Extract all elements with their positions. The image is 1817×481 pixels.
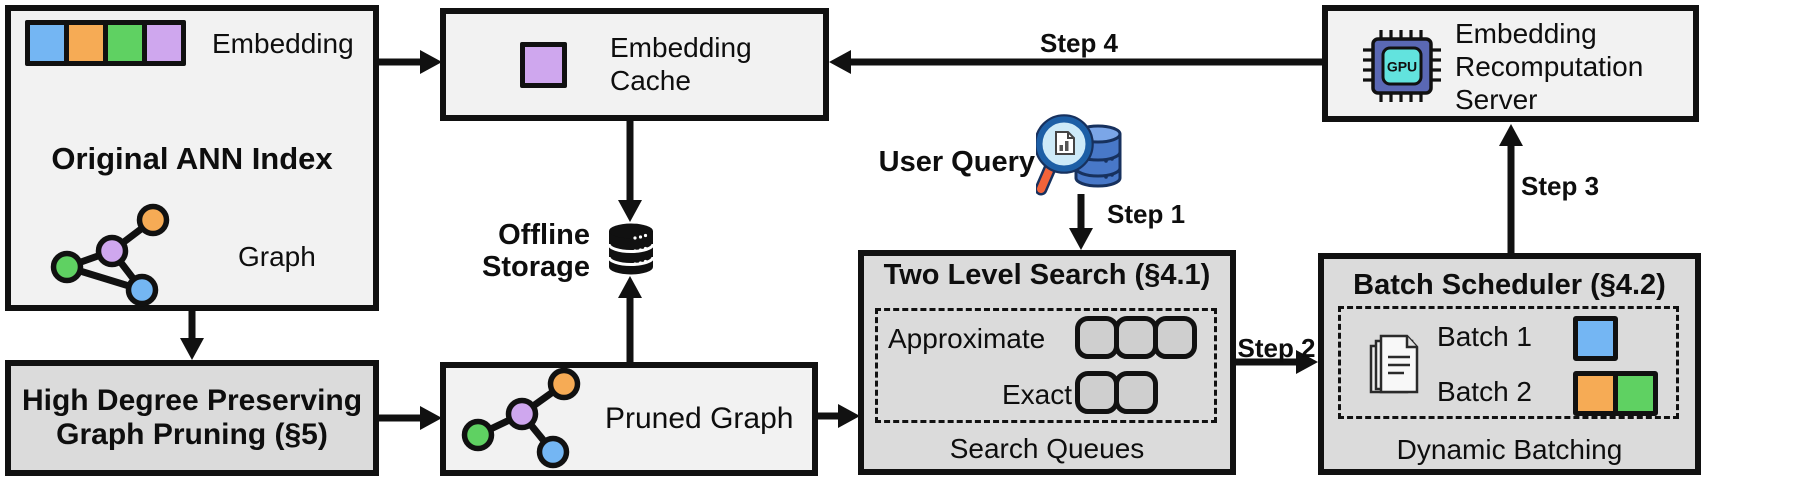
documents-icon (1369, 334, 1419, 394)
arrow-ann-to-cache (379, 50, 442, 74)
queue-slot (1075, 316, 1119, 359)
batch1-squares (1573, 316, 1618, 361)
search-queues-label: Search Queues (949, 433, 1145, 464)
arrow-pruned-to-storage (618, 276, 642, 363)
batch-scheduler-title: Batch Scheduler (§4.2) (1353, 269, 1666, 301)
embedding-vector (25, 20, 186, 66)
queue-slot (1153, 316, 1197, 359)
cached-embedding-square (520, 42, 567, 88)
dynamic-batching-dashed-region (1338, 306, 1679, 419)
graph-pruning-title-line1: High Degree Preserving (21, 384, 363, 417)
ann-index-title: Original ANN Index (51, 141, 333, 176)
batch1-label: Batch 1 (1437, 321, 1532, 352)
batch2-label: Batch 2 (1437, 376, 1532, 407)
arrow-step1-query-to-search (1069, 194, 1093, 250)
two-level-search-title: Two Level Search (§4.1) (883, 259, 1211, 291)
gpu-chip-label: GPU (1387, 59, 1417, 75)
batch-scheduler-box: Batch Scheduler (§4.2) Batch 1 Batch 2 D… (1318, 253, 1701, 475)
server-label-line2: Recomputation (1455, 51, 1644, 82)
offline-storage-label-line2: Storage (482, 251, 590, 283)
arrow-hdp-to-pruned (379, 406, 442, 430)
queue-slot (1075, 371, 1119, 414)
batch1-item-blue (1573, 316, 1618, 361)
approximate-label: Approximate (888, 323, 1046, 354)
embedding-cell-purple (142, 20, 186, 66)
queue-slot (1114, 371, 1158, 414)
recomputation-server-box: GPU Embedding Recomputation Server (1322, 5, 1699, 122)
server-label-line1: Embedding (1455, 18, 1597, 49)
pruned-graph-label: Pruned Graph (605, 402, 794, 435)
gpu-chip-icon: GPU (1363, 30, 1441, 102)
two-level-search-box: Two Level Search (§4.1) Approximate Exac… (858, 250, 1236, 475)
step4-label: Step 4 (1039, 28, 1119, 58)
original-ann-index-box: Embedding Original ANN Index Graph (5, 5, 379, 311)
batch2-item-orange (1573, 371, 1618, 416)
exact-label: Exact (1001, 379, 1072, 410)
step2-label: Step 2 (1237, 333, 1316, 363)
graph-label: Graph (238, 241, 316, 272)
graph-pruning-box: High Degree Preserving Graph Pruning (§5… (5, 360, 379, 476)
graph-icon (50, 203, 170, 307)
step3-label: Step 3 (1521, 171, 1600, 201)
offline-storage-label-line1: Offline (498, 219, 590, 251)
embedding-cell-green (103, 20, 147, 66)
database-icon (607, 223, 655, 275)
graph-pruning-title-line2: Graph Pruning (§5) (56, 418, 328, 451)
arrow-cache-to-storage (618, 121, 642, 222)
batch2-item-green (1613, 371, 1658, 416)
arrow-ann-to-hdp (180, 311, 204, 360)
queue-slot (1114, 316, 1158, 359)
approximate-queue-slots (1075, 316, 1197, 359)
step1-label: Step 1 (1107, 199, 1186, 229)
user-query-label: User Query (878, 146, 1035, 178)
embedding-label: Embedding (212, 28, 354, 59)
embedding-cell-orange (64, 20, 108, 66)
exact-queue-slots (1075, 371, 1158, 414)
embedding-cache-box: Embedding Cache (440, 8, 829, 121)
embedding-cache-label-line2: Cache (610, 65, 691, 96)
arrow-step3-batch-to-server (1499, 124, 1523, 253)
dynamic-batching-label: Dynamic Batching (1396, 434, 1623, 465)
embedding-cache-label-line1: Embedding (610, 32, 752, 63)
embedding-cell-blue (25, 20, 69, 66)
pruned-graph-icon (461, 368, 581, 469)
server-label-line3: Server (1455, 84, 1538, 115)
batch2-squares (1573, 371, 1658, 416)
arrow-pruned-to-search (818, 404, 860, 428)
query-search-icon (1036, 114, 1122, 196)
search-queues-dashed-region (875, 308, 1217, 423)
pruned-graph-box: Pruned Graph (440, 362, 818, 476)
